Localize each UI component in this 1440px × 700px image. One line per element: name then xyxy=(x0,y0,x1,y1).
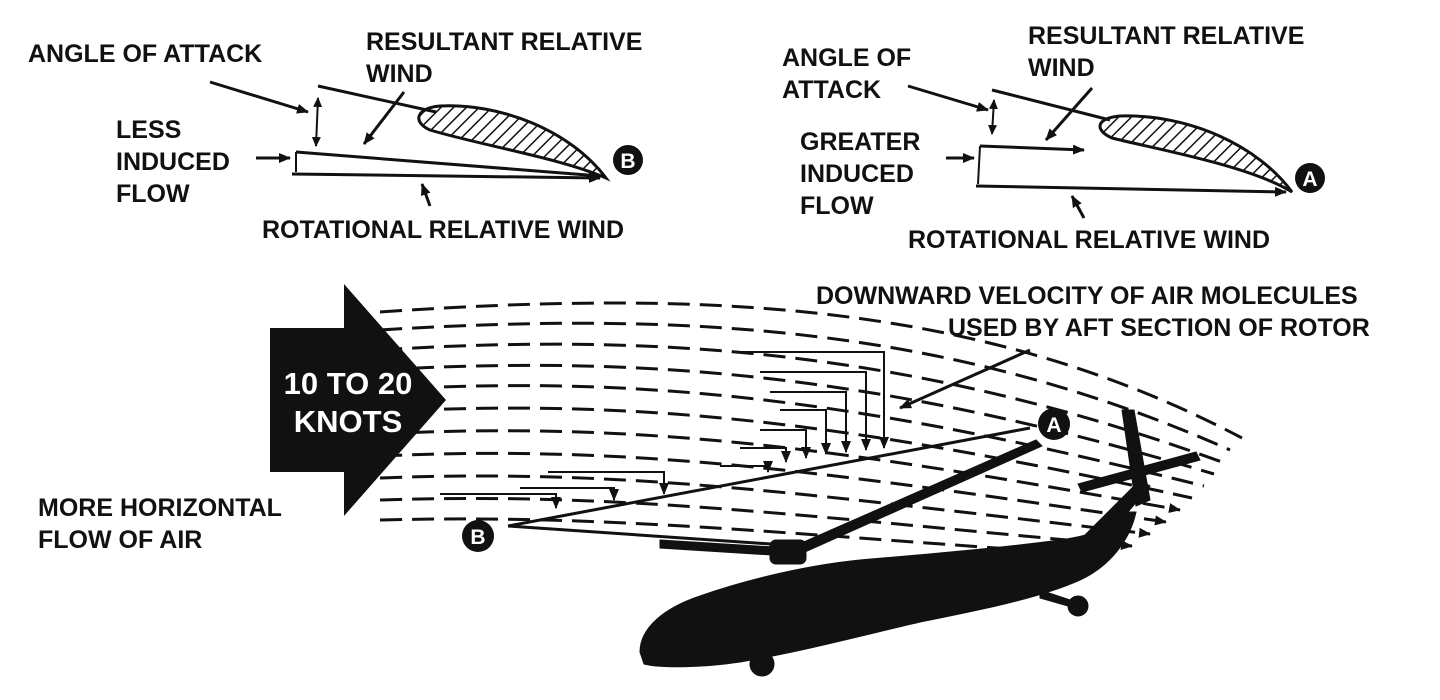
wide-arrow-icon: 10 TO 20 KNOTS xyxy=(270,284,446,516)
rotor-marker-a-label: A xyxy=(1046,414,1061,437)
right-angle-label-2: ATTACK xyxy=(782,76,881,104)
right-induced-label-2: INDUCED xyxy=(800,160,914,188)
left-resultant-wind-label-2: WIND xyxy=(366,60,433,88)
marker-b-circle xyxy=(613,145,643,175)
left-induced-label-1: LESS xyxy=(116,116,181,144)
right-induced-label-1: GREATER xyxy=(800,128,920,156)
left-marker-label: B xyxy=(620,150,635,173)
rotor-marker-a-circle xyxy=(1038,408,1070,440)
right-rotational-wind-label: ROTATIONAL RELATIVE WIND xyxy=(908,226,1270,254)
horizontal-flow-label-2: FLOW OF AIR xyxy=(38,526,202,554)
airfoil-icon xyxy=(1098,114,1294,194)
downward-velocity-arrows xyxy=(440,351,889,509)
airfoil-icon xyxy=(417,104,611,182)
airflow-dashed-lines xyxy=(379,301,1243,561)
left-induced-label-2: INDUCED xyxy=(116,148,230,176)
rotor-disc xyxy=(507,426,1031,548)
right-induced-label-3: FLOW xyxy=(800,192,874,220)
left-airfoil-group: ANGLE OF ATTACK RESULTANT RELATIVE WIND … xyxy=(28,28,643,244)
helicopter-silhouette-icon xyxy=(639,409,1201,677)
downward-velocity-label-2: USED BY AFT SECTION OF ROTOR xyxy=(948,314,1370,342)
right-airfoil-group: ANGLE OF ATTACK RESULTANT RELATIVE WIND … xyxy=(782,22,1325,254)
left-resultant-wind-label-1: RESULTANT RELATIVE xyxy=(366,28,642,56)
rotor-marker-b-label: B xyxy=(470,526,485,549)
left-rotational-wind-label: ROTATIONAL RELATIVE WIND xyxy=(262,216,624,244)
downward-velocity-label-1: DOWNWARD VELOCITY OF AIR MOLECULES xyxy=(816,282,1358,310)
airspeed-label-2: KNOTS xyxy=(294,404,403,439)
right-angle-label-1: ANGLE OF xyxy=(782,44,911,72)
left-angle-of-attack-label: ANGLE OF ATTACK xyxy=(28,40,262,68)
horizontal-flow-label-1: MORE HORIZONTAL xyxy=(38,494,282,522)
right-marker-label: A xyxy=(1302,168,1317,191)
airspeed-label-1: 10 TO 20 xyxy=(284,366,413,401)
right-resultant-wind-label-2: WIND xyxy=(1028,54,1095,82)
left-induced-label-3: FLOW xyxy=(116,180,190,208)
marker-a-circle xyxy=(1295,163,1325,193)
right-resultant-wind-label-1: RESULTANT RELATIVE xyxy=(1028,22,1304,50)
rotor-marker-b-circle xyxy=(462,520,494,552)
